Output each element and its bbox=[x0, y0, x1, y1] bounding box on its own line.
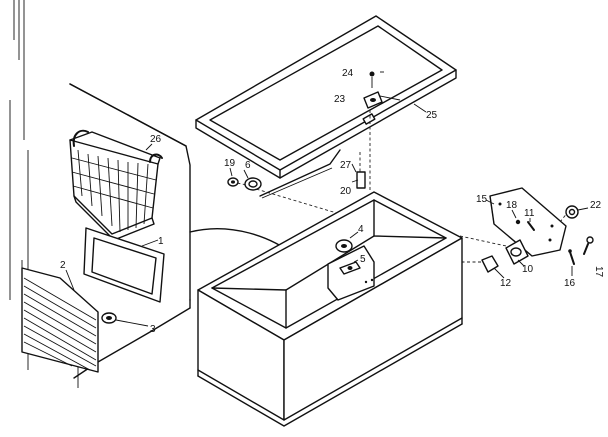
label-2: 2 bbox=[60, 260, 66, 271]
label-11: 11 bbox=[524, 208, 535, 219]
label-3: 3 bbox=[150, 324, 156, 335]
label-6: 6 bbox=[245, 160, 251, 171]
label-26: 26 bbox=[150, 134, 162, 145]
wire-basket-26 bbox=[69, 129, 163, 241]
knob-19 bbox=[227, 177, 239, 187]
screw-17 bbox=[583, 236, 594, 255]
part-labels: 26 1 2 3 4 5 6 19 20 27 23 24 25 15 18 1… bbox=[60, 68, 604, 335]
label-10: 10 bbox=[522, 264, 534, 275]
label-16: 16 bbox=[564, 278, 576, 289]
label-15: 15 bbox=[476, 194, 488, 205]
leader-lines bbox=[65, 71, 573, 327]
screw-24 bbox=[369, 71, 375, 88]
label-22: 22 bbox=[590, 200, 602, 211]
label-27: 27 bbox=[340, 160, 352, 171]
label-4: 4 bbox=[358, 224, 364, 235]
label-19: 19 bbox=[224, 158, 236, 169]
lid-25 bbox=[195, 15, 457, 179]
fitting-4 bbox=[335, 239, 353, 253]
pin-11 bbox=[527, 221, 535, 231]
vent-grille-2 bbox=[21, 267, 99, 373]
dial-22 bbox=[565, 205, 589, 219]
label-20: 20 bbox=[340, 186, 352, 197]
hinge-27 bbox=[259, 149, 341, 199]
bracket-5 bbox=[339, 261, 361, 275]
thermostat-10 bbox=[505, 239, 529, 265]
label-12: 12 bbox=[500, 278, 512, 289]
label-5: 5 bbox=[360, 254, 366, 265]
bumper-6 bbox=[244, 177, 262, 191]
screw-18 bbox=[515, 219, 521, 225]
label-18: 18 bbox=[506, 200, 518, 211]
label-25: 25 bbox=[426, 110, 438, 121]
label-24: 24 bbox=[342, 68, 354, 79]
label-1: 1 bbox=[158, 236, 164, 247]
freezer-cabinet-body bbox=[197, 191, 463, 427]
screw-16 bbox=[568, 249, 575, 265]
latch-23 bbox=[363, 91, 383, 109]
label-17: 17 bbox=[593, 266, 604, 278]
post-20 bbox=[356, 171, 366, 189]
label-23: 23 bbox=[334, 94, 346, 105]
cover-plate-1 bbox=[83, 227, 165, 303]
screw-3 bbox=[101, 312, 117, 324]
